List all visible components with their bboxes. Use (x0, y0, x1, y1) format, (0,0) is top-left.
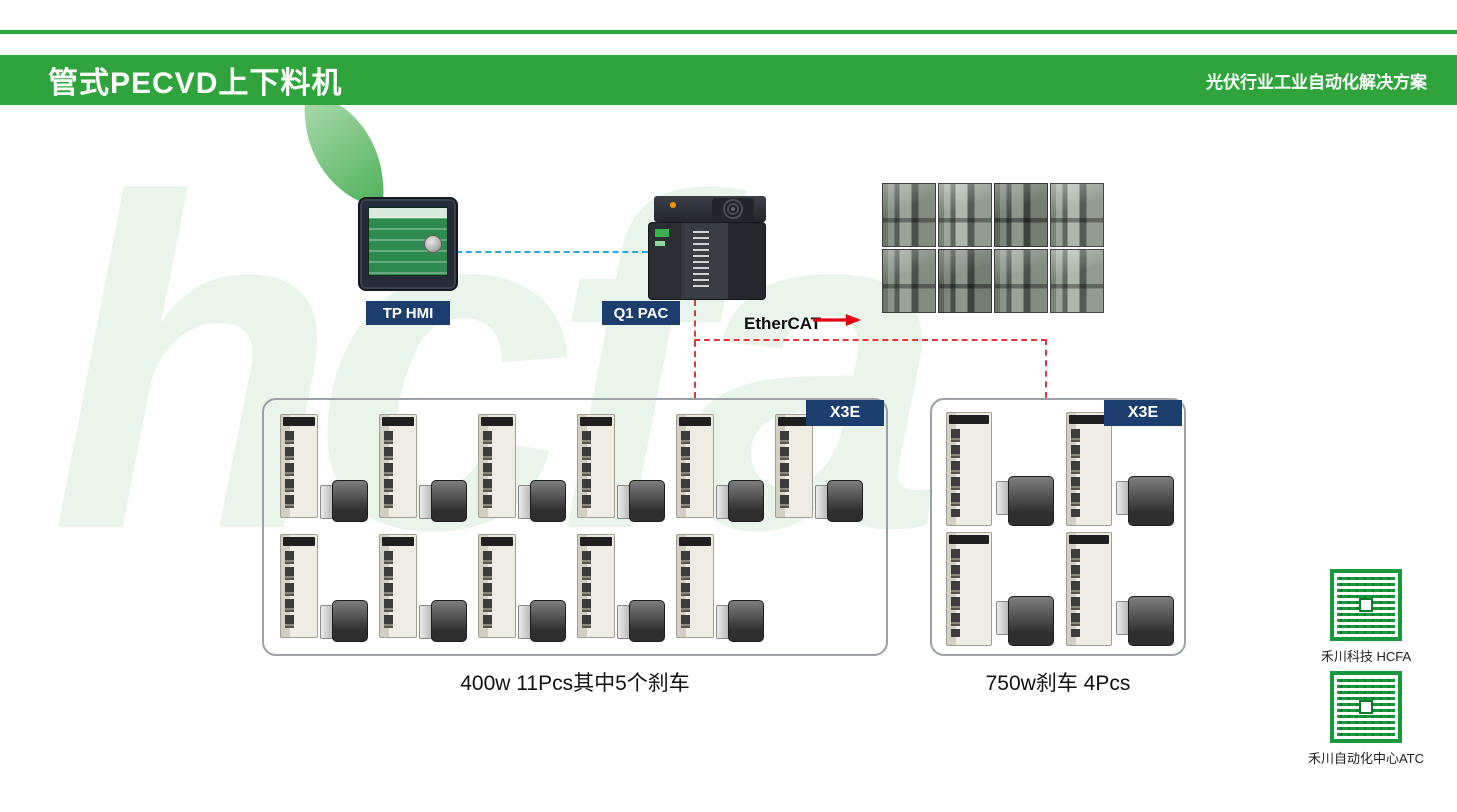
machine-photo (994, 183, 1048, 247)
servo-drive-motor-unit (476, 412, 566, 524)
servo-motor-icon (518, 480, 566, 522)
servo-drive-motor-unit (674, 412, 764, 524)
servo-drive-motor-unit (377, 532, 467, 644)
servo-motor-icon (716, 480, 764, 522)
pac-fan-icon (712, 198, 754, 220)
servo-drive-row (944, 530, 1174, 648)
servo-drive-motor-unit (476, 532, 566, 644)
pac-top-panel (654, 196, 766, 222)
hcfa-watermark: hcfa (50, 102, 944, 627)
x3e-badge-right: X3E (1104, 400, 1182, 426)
servo-drive-icon (577, 534, 615, 638)
servo-drive-icon (379, 414, 417, 518)
qr-block-hcfa: 禾川科技 HCFA (1296, 569, 1436, 665)
page-title: 管式PECVD上下料机 (48, 67, 343, 100)
servo-drive-motor-unit (674, 532, 764, 644)
qr-pattern (1337, 576, 1395, 634)
servo-motor-icon (518, 600, 566, 642)
servo-drive-motor-unit (278, 412, 368, 524)
pac-body (648, 222, 766, 300)
page-subtitle: 光伏行业工业自动化解决方案 (1206, 72, 1427, 92)
pac-label-badge: Q1 PAC (602, 301, 680, 325)
tp-hmi-image (358, 197, 458, 291)
caption-400w: 400w 11Pcs其中5个刹车 (460, 672, 690, 695)
servo-drive-motor-unit (575, 412, 665, 524)
qr-code-hcfa (1330, 569, 1402, 641)
servo-drive-icon (676, 534, 714, 638)
ethercat-logo: EtherCAT (744, 313, 862, 335)
servo-drive-icon (379, 534, 417, 638)
caption-750w: 750w刹车 4Pcs (985, 672, 1131, 695)
servo-drive-motor-unit (575, 532, 665, 644)
pac-led-green (655, 229, 669, 237)
machine-photo (938, 249, 992, 313)
drive-group-750w: X3E (930, 398, 1186, 656)
machine-photo (1050, 183, 1104, 247)
ethercat-label: EtherCAT (744, 314, 822, 333)
servo-motor-icon (419, 600, 467, 642)
servo-motor-icon (419, 480, 467, 522)
qr-code-atc (1330, 671, 1402, 743)
servo-drive-row (278, 532, 764, 644)
servo-motor-icon (815, 480, 863, 522)
servo-drive-row (944, 410, 1174, 528)
machine-photo (882, 183, 936, 247)
servo-motor-icon (716, 600, 764, 642)
servo-drive-icon (676, 414, 714, 518)
hmi-label-badge: TP HMI (366, 301, 450, 325)
servo-drive-icon (946, 532, 992, 646)
servo-drive-icon (280, 414, 318, 518)
machine-photo (938, 183, 992, 247)
servo-drive-motor-unit (773, 412, 863, 524)
x3e-badge-left: X3E (806, 400, 884, 426)
servo-drive-motor-unit (944, 410, 1054, 528)
servo-drive-motor-unit (377, 412, 467, 524)
servo-drive-motor-unit (1064, 410, 1174, 528)
pac-led-small (655, 241, 665, 246)
servo-motor-icon (320, 600, 368, 642)
header-band: 管式PECVD上下料机 光伏行业工业自动化解决方案 (0, 55, 1457, 105)
servo-motor-icon (996, 596, 1054, 646)
drive-group-400w: X3E (262, 398, 888, 656)
servo-motor-icon (1116, 476, 1174, 526)
servo-drive-motor-unit (944, 530, 1054, 648)
ethercat-bus-line-vertical-right (1045, 339, 1047, 398)
servo-motor-icon (320, 480, 368, 522)
servo-motor-icon (617, 480, 665, 522)
hmi-pac-link-line (456, 251, 648, 253)
qr-pattern (1337, 678, 1395, 736)
machine-photo (882, 249, 936, 313)
machine-photo-grid (882, 183, 1104, 313)
servo-drive-icon (280, 534, 318, 638)
machine-photo (1050, 249, 1104, 313)
header-accent-line (0, 30, 1457, 34)
servo-drive-icon (775, 414, 813, 518)
servo-drive-icon (1066, 412, 1112, 526)
hmi-dial-icon (424, 235, 442, 253)
servo-motor-icon (1116, 596, 1174, 646)
pac-vents (693, 231, 709, 289)
q1-pac-image (648, 196, 766, 300)
qr-block-atc: 禾川自动化中心ATC (1296, 671, 1436, 767)
ethercat-bus-line-vertical-left (694, 300, 696, 398)
servo-motor-icon (617, 600, 665, 642)
qr-label-atc: 禾川自动化中心ATC (1307, 751, 1425, 766)
servo-drive-row (278, 412, 863, 524)
ethercat-bus-line-horizontal (694, 339, 1047, 341)
servo-drive-icon (946, 412, 992, 526)
servo-drive-motor-unit (1064, 530, 1174, 648)
servo-drive-icon (478, 534, 516, 638)
servo-drive-icon (478, 414, 516, 518)
qr-label-hcfa: 禾川科技 HCFA (1320, 649, 1412, 664)
servo-motor-icon (996, 476, 1054, 526)
servo-drive-motor-unit (278, 532, 368, 644)
machine-photo (994, 249, 1048, 313)
servo-drive-icon (1066, 532, 1112, 646)
pac-indicator-dot (670, 202, 676, 208)
servo-drive-icon (577, 414, 615, 518)
